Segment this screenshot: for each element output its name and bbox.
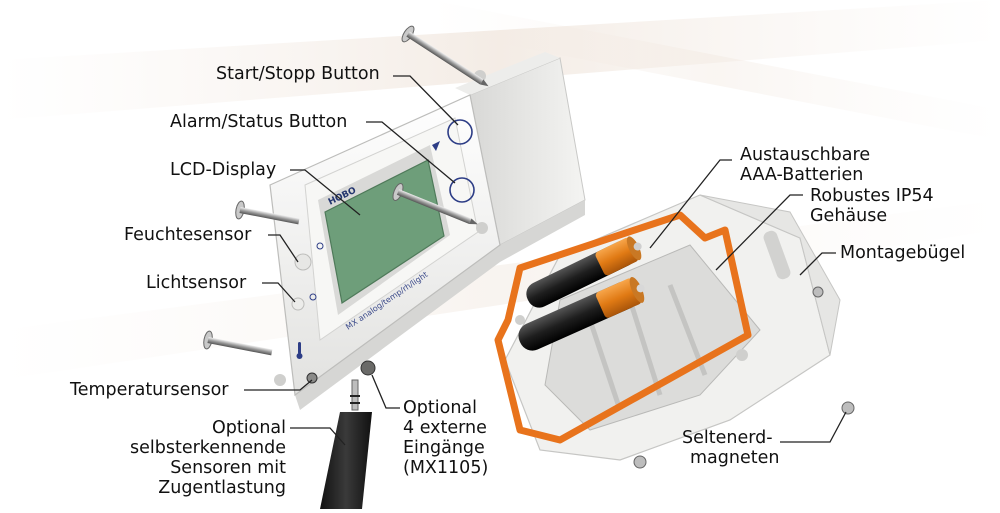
- label-humidity-sensor: Feuchtesensor: [124, 225, 252, 245]
- ip54-gasket: [494, 211, 752, 444]
- label-light-sensor: Lichtsensor: [146, 273, 247, 293]
- label-mounting-bracket: Montagebügel: [840, 243, 966, 263]
- mounting-bracket: [699, 194, 841, 356]
- rare-earth-magnets: [633, 286, 855, 469]
- label-optional-inputs: Optional 4 externe Eingänge (MX1105): [403, 398, 489, 478]
- leader-lines: [244, 75, 847, 446]
- label-start-stop-button: Start/Stopp Button: [216, 64, 380, 84]
- label-batteries: Austauschbare AAA-Batterien: [740, 145, 871, 185]
- light-sensor-port: [291, 297, 305, 311]
- label-magnets: Seltenerd- magneten: [682, 428, 780, 468]
- play-icon: [432, 141, 440, 151]
- label-lcd-display: LCD-Display: [170, 160, 277, 180]
- start-stop-button-ring: [447, 119, 473, 145]
- humidity-sensor-port: [294, 253, 312, 271]
- screws: [203, 25, 489, 356]
- label-optional-sensors: Optional selbsterkennende Sensoren mit Z…: [130, 418, 286, 498]
- aaa-batteries: [518, 236, 645, 351]
- sensor-cable: [320, 379, 372, 509]
- logger-main-housing: MX analog/temp/rh/light HOBO: [269, 52, 586, 410]
- label-alarm-status-button: Alarm/Status Button: [170, 112, 348, 132]
- alarm-status-button-ring: [449, 177, 475, 203]
- label-temperature-sensor: Temperatursensor: [70, 380, 229, 400]
- external-input-jack: [360, 360, 376, 376]
- label-housing: Robustes IP54 Gehäuse: [810, 186, 934, 226]
